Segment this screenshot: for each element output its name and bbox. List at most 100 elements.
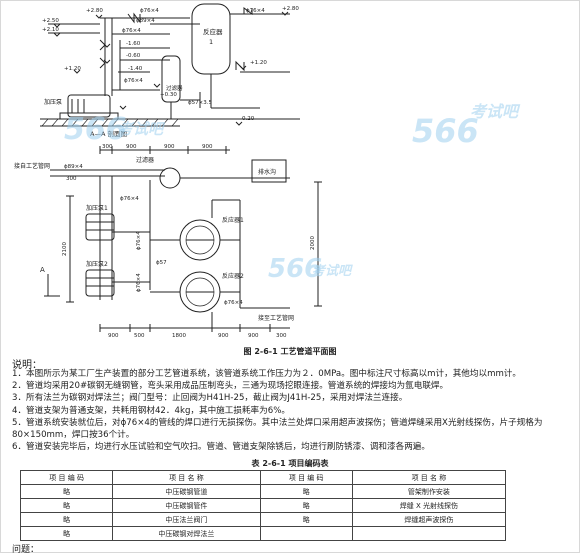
table-header: 项 目 名 称 — [112, 470, 261, 485]
table-cell: 中压法兰阀门 — [112, 512, 261, 527]
dim-label: 2100 — [62, 242, 68, 256]
table-row: 略 中压法兰阀门 略 焊缝超声波探伤 — [19, 512, 507, 527]
filter-label: 过滤器 — [166, 84, 183, 92]
table-header: 项 目 编 码 — [259, 470, 353, 485]
note-line: 4．管道支架为普通支架，共耗用钢材42．4kg，其中施工损耗率为6%。 — [12, 405, 290, 416]
plan-dimension-bottom — [99, 324, 290, 332]
table-header-row: 项 目 编 码 项 目 名 称 项 目 编 码 项 目 名 称 — [19, 470, 507, 485]
dim-label: 300 — [102, 144, 113, 150]
table-cell: 略 — [19, 484, 114, 499]
pipe-spec: ϕ57 — [156, 260, 167, 266]
figure-caption: 图 2-6-1 工艺管道平面图 — [243, 347, 337, 356]
reactor-label: 反应器2 — [222, 272, 244, 280]
note-line: 3．所有法兰为碳钢对焊法兰；阀门型号：止回阀为H41H-25，截止阀为J41H-… — [12, 393, 408, 404]
dim-label: 2000 — [310, 236, 316, 250]
pipe-spec: ϕ76×4 — [122, 28, 141, 34]
elev-label: +1.20 — [250, 60, 267, 66]
pipe-spec: ϕ76×4 — [140, 8, 159, 14]
watermark: 考试吧 — [470, 102, 519, 121]
pipe-spec: ϕ76×4 — [246, 8, 265, 14]
pipe-spec: ϕ89×4 — [64, 164, 83, 170]
table-cell: 焊缝 X 光射线探伤 — [351, 498, 507, 513]
pipe-spec: ϕ89×4 — [136, 18, 155, 24]
dim-label: 900 — [202, 144, 213, 150]
note-line: 5．管道系统安装就位后，对ϕ76×4的管线的焊口进行无损探伤。其中法兰处焊口采用… — [12, 417, 543, 441]
dim-label: 500 — [134, 333, 145, 339]
dim-label: 900 — [126, 144, 137, 150]
filter-plan — [159, 167, 181, 189]
notes-heading: 说明： — [12, 360, 42, 371]
watermark: 考试吧 — [312, 264, 352, 279]
elev-label: +2.80 — [86, 8, 103, 14]
drain-label: 排水沟 — [258, 168, 276, 176]
table-row: 略 中压碳钢对焊法兰 — [19, 526, 507, 541]
pump-label: 加压泵2 — [86, 260, 108, 268]
table-cell: 焊缝超声波探伤 — [351, 512, 507, 527]
elev-label: +0.30 — [160, 92, 177, 98]
dim-label: 300 — [276, 333, 287, 339]
pipe-spec: ϕ76×4 — [124, 78, 143, 84]
pipe-spec: ϕ76×4 — [136, 273, 142, 292]
pipe-spec: ϕ76×4 — [136, 231, 142, 250]
reactor-section — [191, 3, 290, 109]
pipe-spec: ϕ57×3.5 — [188, 100, 212, 106]
table-cell — [351, 526, 507, 541]
plan-dimension-top — [99, 146, 230, 154]
table-cell: 略 — [19, 498, 114, 513]
dim-label: 900 — [218, 333, 229, 339]
filter-section — [161, 55, 181, 119]
table-cell: 管架制作安装 — [351, 484, 507, 499]
outlet-label: 接至工艺管网 — [258, 314, 294, 322]
pressure-pump-section — [59, 94, 119, 120]
section-title: A—A 剖面图 — [90, 129, 127, 138]
elev-label: -0.60 — [126, 53, 141, 59]
filter-label: 过滤器 — [136, 156, 154, 164]
elev-label: +1.20 — [64, 66, 81, 72]
note-line: 1．本图所示为某工厂生产装置的部分工艺管道系统，该管道系统工作压力为２．0MPa… — [12, 369, 521, 379]
reactor-number: 1 — [209, 38, 213, 46]
table-row: 略 中压碳钢管道 略 管架制作安装 — [19, 484, 507, 499]
watermark: 考试吧 — [118, 120, 164, 138]
table-cell: 略 — [259, 512, 353, 527]
table-cell: 略 — [19, 526, 114, 541]
elev-label: +2.50 — [42, 18, 59, 24]
table-cell — [259, 526, 353, 541]
dim-label: 900 — [248, 333, 259, 339]
table-row: 略 中压碳钢管件 略 焊缝 X 光射线探伤 — [19, 498, 507, 513]
watermark: 566 — [412, 112, 479, 150]
pipe-spec: ϕ76×4 — [224, 300, 243, 306]
process-piping-drawing: +2.80 +2.50 +2.10 -1.60 -0.60 -1.40 +0.3… — [14, 3, 322, 339]
elev-label: -1.40 — [128, 66, 143, 72]
item-code-table: 项 目 编 码 项 目 名 称 项 目 编 码 项 目 名 称 略 中压碳钢管道… — [19, 470, 507, 541]
table-cell: 略 — [259, 498, 353, 513]
table-cell: 略 — [259, 484, 353, 499]
table-title: 表 2-6-1 项目编码表 — [251, 459, 329, 468]
pipe-spec: ϕ76×4 — [120, 196, 139, 202]
note-line: 6．管道安装完毕后，均进行水压试验和空气吹扫。管道、管道支架除锈后，均进行刷防锈… — [12, 442, 430, 453]
reactor1-plan — [179, 219, 221, 261]
elev-label: -0.20 — [240, 116, 255, 122]
note-line: 2．管道均采用20#碳钢无缝钢管，弯头采用成品压制弯头，三通为现场挖眼连接。管道… — [12, 381, 449, 392]
table-cell: 中压碳钢管道 — [112, 484, 261, 499]
table-cell: 中压碳钢管件 — [112, 498, 261, 513]
pump-label: 加压泵1 — [86, 204, 108, 212]
elev-label: -1.60 — [126, 41, 141, 47]
table-header: 项 目 名 称 — [351, 470, 507, 485]
watermark: 566 — [268, 254, 323, 284]
dim-label: 900 — [164, 144, 175, 150]
pump1-plan — [85, 213, 115, 241]
dim-label: 300 — [66, 176, 77, 182]
reactor-label: 反应器 — [203, 27, 223, 36]
dim-label: 1800 — [172, 333, 186, 339]
reactor2-plan — [179, 271, 221, 313]
pump2-plan — [85, 269, 115, 297]
pump-label: 加压泵 — [44, 98, 62, 106]
dim-label: 900 — [108, 333, 119, 339]
table-header: 项 目 编 码 — [19, 470, 114, 485]
elev-label: +2.80 — [282, 6, 299, 12]
drain-ditch — [251, 159, 287, 183]
notes-list: 1．本图所示为某工厂生产装置的部分工艺管道系统，该管道系统工作压力为２．0MPa… — [12, 368, 572, 453]
section-mark: A — [40, 266, 45, 274]
table-cell: 中压碳钢对焊法兰 — [112, 526, 261, 541]
table-cell: 略 — [19, 512, 114, 527]
